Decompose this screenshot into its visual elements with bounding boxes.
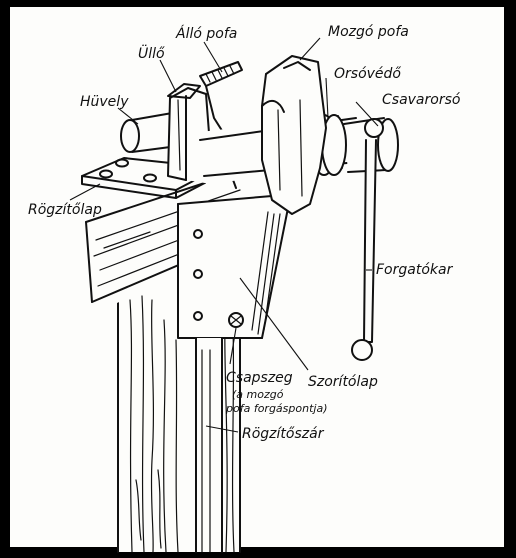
moving-jaw bbox=[261, 55, 327, 215]
mount-hole bbox=[193, 311, 203, 321]
plate-bolt-icon bbox=[143, 173, 157, 183]
plate-bolt-icon bbox=[99, 169, 113, 179]
sleeve bbox=[120, 111, 179, 153]
label-ullo: Üllő bbox=[138, 44, 165, 62]
mount-hole bbox=[193, 229, 203, 239]
leader-lines bbox=[69, 37, 379, 433]
plate-bolt-icon bbox=[115, 158, 129, 168]
label-orsovedo: Orsóvédő bbox=[334, 66, 401, 82]
label-csavarorso: Csavarorsó bbox=[382, 92, 461, 108]
sleeve-end bbox=[120, 119, 140, 153]
label-csapszeg-note-2: pofa forgáspontja) bbox=[225, 402, 328, 415]
clamp-body bbox=[177, 195, 289, 339]
label-csapszeg: Csapszeg bbox=[226, 370, 293, 386]
label-csapszeg-note-1: (a mozgó bbox=[232, 388, 284, 401]
handle-bar bbox=[351, 118, 384, 361]
label-szoritolap: Szorítólap bbox=[308, 374, 378, 390]
mount-hole bbox=[193, 269, 203, 279]
label-huvely: Hüvely bbox=[80, 94, 129, 110]
mounting-shaft bbox=[195, 337, 223, 553]
label-rogzitolap: Rögzítőlap bbox=[28, 202, 102, 218]
pivot-bolt bbox=[228, 312, 244, 328]
handle-top-knob bbox=[364, 118, 384, 138]
label-forgatokar: Forgatókar bbox=[376, 262, 454, 278]
label-mozgo-pofa: Mozgó pofa bbox=[328, 24, 409, 40]
label-allo-pofa: Álló pofa bbox=[175, 25, 237, 42]
handle-bottom-knob bbox=[351, 339, 373, 361]
label-rogzitoszar: Rögzítőszár bbox=[242, 426, 325, 442]
